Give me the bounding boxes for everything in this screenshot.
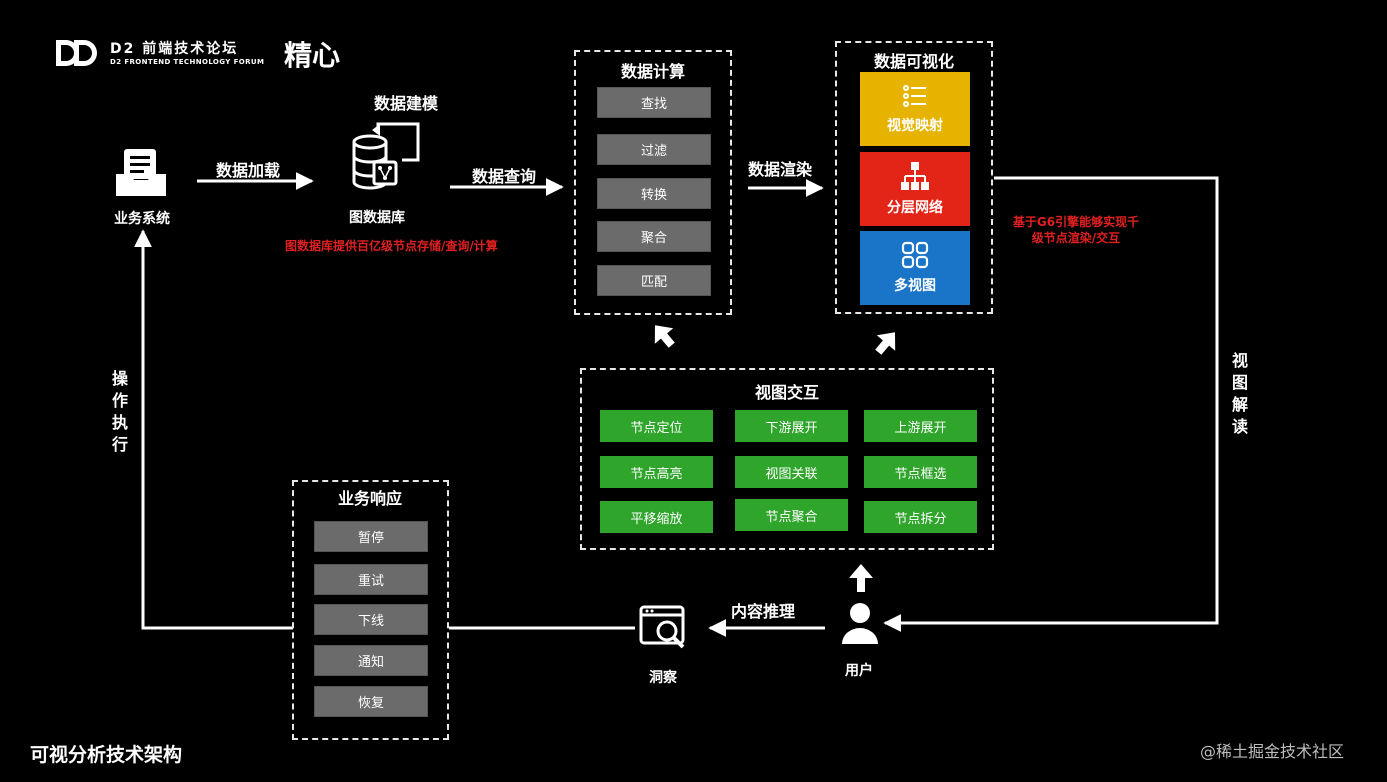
arrow-view-reading [883,176,1219,632]
visual-panel: 数据可视化 视觉映射 分层网络 多视图 [835,41,993,314]
visual-mapping-label: 视觉映射 [887,118,943,134]
op-execute-label: 操作执行 [111,369,128,454]
footer-title: 可视分析技术架构 [30,744,183,766]
interaction-node-aggregate[interactable]: 节点聚合 [735,499,848,531]
user-label: 用户 [845,663,873,679]
compute-item-match[interactable]: 匹配 [597,265,711,296]
response-title: 业务响应 [337,489,403,508]
response-item-offline[interactable]: 下线 [314,604,428,635]
interaction-node-select[interactable]: 节点框选 [864,456,977,488]
interaction-expand-upstream[interactable]: 上游展开 [864,410,977,442]
response-item-restore[interactable]: 恢复 [314,686,428,717]
content-reasoning-label: 内容推理 [730,602,796,621]
view-reading-label: 视图解读 [1231,351,1248,436]
response-item-retry[interactable]: 重试 [314,564,428,595]
graph-db-icon [350,120,422,202]
g6-note: 基于G6引擎能够实现千级节点渲染/交互 [1012,215,1140,245]
biz-system-label: 业务系统 [114,211,170,227]
brand-en: D2 FRONTEND TECHNOLOGY FORUM [110,58,265,66]
insight-label: 洞察 [649,670,677,686]
interaction-node-highlight[interactable]: 节点高亮 [600,456,713,488]
compute-panel: 数据计算 查找 过滤 转换 聚合 匹配 [574,50,732,315]
data-modeling-label: 数据建模 [373,94,439,113]
interaction-view-link[interactable]: 视图关联 [735,456,848,488]
data-query-label: 数据查询 [471,167,537,186]
interaction-pan-zoom[interactable]: 平移缩放 [600,501,713,533]
visual-item-mapping[interactable]: 视觉映射 [860,72,970,146]
compute-title: 数据计算 [620,62,686,81]
insight-icon [639,605,689,655]
compute-item-filter[interactable]: 过滤 [597,134,711,165]
response-item-pause[interactable]: 暂停 [314,521,428,552]
visual-hierarchy-label: 分层网络 [887,200,943,216]
graph-db-label: 图数据库 [349,210,405,226]
watermark: @稀土掘金技术社区 [1200,742,1345,761]
compute-item-aggregate[interactable]: 聚合 [597,221,711,252]
d2-logo-icon [56,40,97,66]
arrow-user-to-interaction [849,564,873,592]
arrow-op-execute [134,229,293,630]
slogan: 精心 [284,39,341,72]
interaction-node-split[interactable]: 节点拆分 [864,501,977,533]
brand-cn: D2 前端技术论坛 [110,41,239,57]
interaction-panel: 视图交互 节点定位 下游展开 上游展开 节点高亮 视图关联 节点框选 平移缩放 … [580,368,994,550]
visual-item-hierarchy[interactable]: 分层网络 [860,152,970,226]
arrow-interaction-to-visual [875,332,896,355]
interaction-title: 视图交互 [754,383,820,402]
interaction-expand-downstream[interactable]: 下游展开 [735,410,848,442]
graph-db-note: 图数据库提供百亿级节点存储/查询/计算 [285,239,498,253]
biz-system-icon [114,146,170,204]
compute-item-transform[interactable]: 转换 [597,178,711,209]
data-render-label: 数据渲染 [747,160,813,179]
d2-logo [54,38,100,72]
arrow-interaction-to-compute [654,325,675,348]
response-item-notify[interactable]: 通知 [314,645,428,676]
visual-multiview-label: 多视图 [894,278,936,294]
hierarchy-icon [901,162,929,190]
visual-title: 数据可视化 [873,52,955,71]
list-icon [903,85,926,107]
compute-item-find[interactable]: 查找 [597,87,711,118]
visual-item-multiview[interactable]: 多视图 [860,231,970,305]
interaction-node-locate[interactable]: 节点定位 [600,410,713,442]
data-load-label: 数据加载 [215,161,281,180]
response-panel: 业务响应 暂停 重试 下线 通知 恢复 [292,480,449,740]
user-icon [840,602,880,648]
grid-icon [901,241,929,269]
